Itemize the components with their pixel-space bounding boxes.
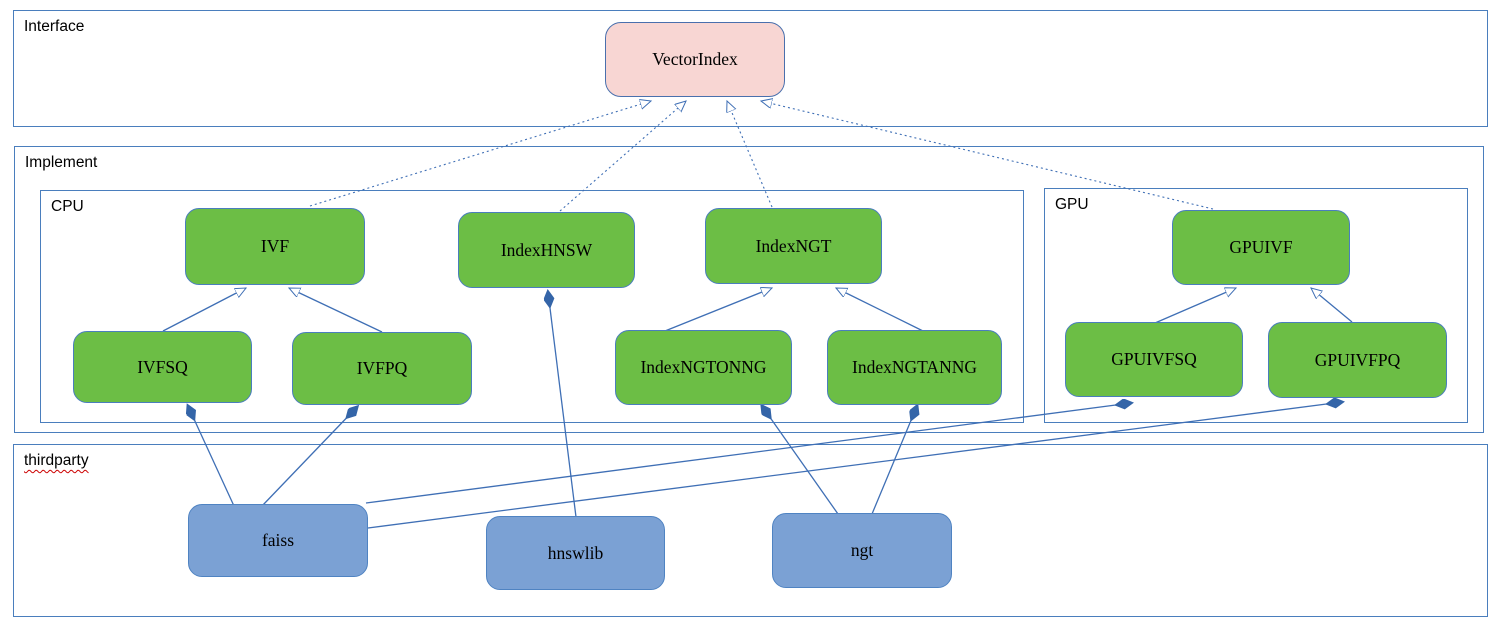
container-interface[interactable]: Interface [13,10,1488,127]
ivf-label: IVF [260,236,290,256]
implement-label: Implement [25,154,98,171]
node-ngt[interactable]: ngt [772,513,952,588]
cpu-label: CPU [51,198,84,215]
gpu-label: GPU [1055,196,1089,213]
indexhnsw-label: IndexHNSW [500,239,593,260]
node-indexngtonng[interactable]: IndexNGTONNG [615,330,792,405]
edge-indexngt-vectorindex[interactable] [727,101,773,208]
interface-label: Interface [24,18,85,35]
thirdparty-label: thirdparty [24,452,89,469]
node-ivfsq[interactable]: IVFSQ [73,331,252,403]
node-gpuivfsq[interactable]: GPUIVFSQ [1065,322,1243,397]
ivfpq-label: IVFPQ [356,358,408,378]
container-implement[interactable]: Implement [14,146,1484,433]
node-indexhnsw[interactable]: IndexHNSW [458,212,635,288]
edge-ivfpq-ivf[interactable] [289,287,383,333]
vectorindex-label: VectorIndex [652,49,738,69]
edge-ivfsq-ivf[interactable] [162,287,246,332]
node-faiss[interactable]: faiss [188,504,368,577]
container-thirdparty[interactable]: thirdparty [13,444,1488,617]
gpuivf-label: GPUIVF [1229,237,1293,257]
edge-indexngtanng-indexngt[interactable] [836,287,924,332]
edge-gpuivfsq-gpuivf[interactable] [1154,288,1236,324]
edge-faiss-gpuivfsq[interactable] [365,403,1131,504]
edge-ngt-indexngtonng[interactable] [762,406,839,515]
indexngtanng-label: IndexNGTANNG [852,357,977,377]
node-indexngtanng[interactable]: IndexNGTANNG [827,330,1002,405]
ngt-label: ngt [850,540,874,560]
node-vectorindex[interactable]: VectorIndex [605,22,785,97]
edge-hnswlib-indexhnsw[interactable] [548,292,577,518]
node-gpuivf[interactable]: GPUIVF [1172,210,1350,285]
hnswlib-label: hnswlib [547,542,604,563]
edge-faiss-ivfsq[interactable] [188,406,235,507]
node-indexngt[interactable]: IndexNGT [705,208,882,284]
container-cpu[interactable]: CPU [40,190,1024,423]
gpuivfpq-label: GPUIVFPQ [1314,349,1401,370]
node-ivf[interactable]: IVF [185,208,365,285]
edge-faiss-ivfpq[interactable] [261,407,357,507]
edge-gpuivfpq-gpuivf[interactable] [1311,288,1353,323]
gpuivfsq-label: GPUIVFSQ [1111,349,1197,369]
faiss-label: faiss [261,530,295,550]
node-ivfpq[interactable]: IVFPQ [292,332,472,405]
indexngt-label: IndexNGT [755,235,832,256]
node-gpuivfpq[interactable]: GPUIVFPQ [1268,322,1447,398]
container-gpu[interactable]: GPU [1044,188,1468,423]
edge-faiss-gpuivfpq[interactable] [367,402,1342,529]
indexngtonng-label: IndexNGTONNG [640,357,767,377]
ivfsq-label: IVFSQ [137,356,188,377]
node-hnswlib[interactable]: hnswlib [486,516,665,590]
edge-indexngtonng-indexngt[interactable] [659,288,772,334]
